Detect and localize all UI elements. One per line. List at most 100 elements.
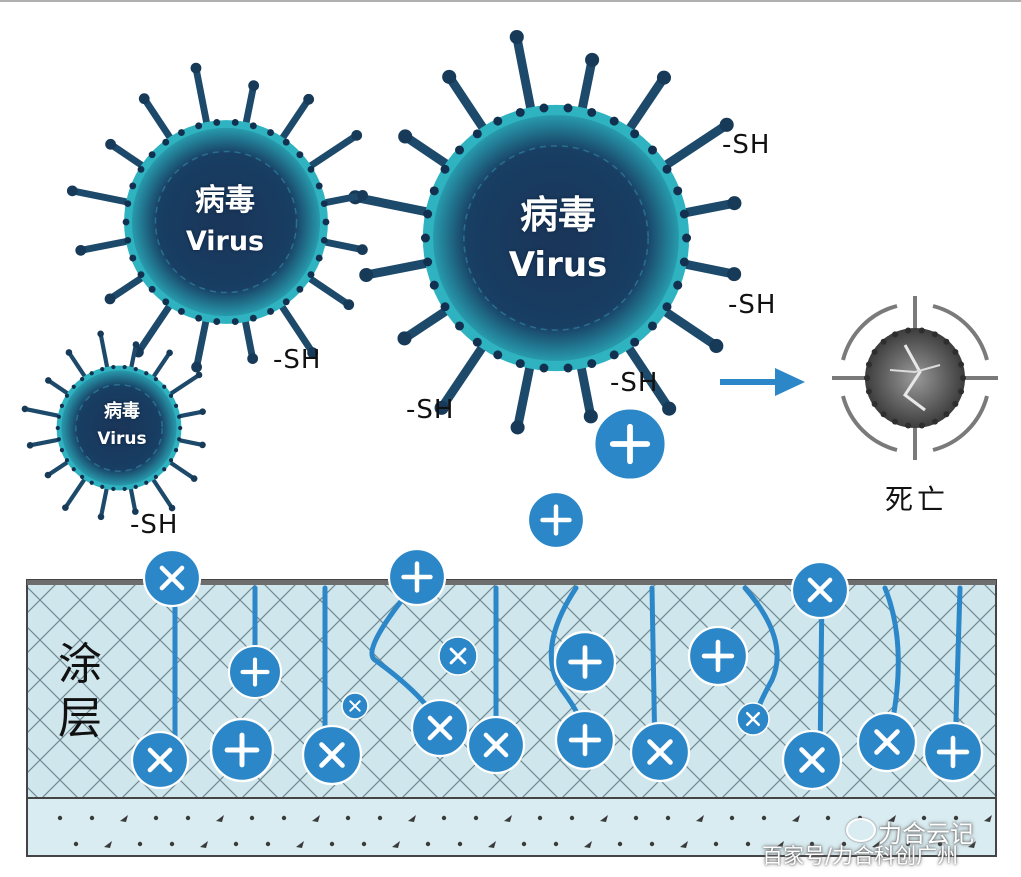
substrate-particle: [296, 841, 304, 848]
substrate-particle: [937, 841, 943, 847]
virus-surface-dot: [429, 186, 439, 196]
substrate-particle: [776, 841, 784, 848]
virus-surface-dot: [320, 200, 328, 208]
substrate-particle: [233, 841, 239, 847]
virus-surface-dot: [173, 448, 179, 453]
virus-spike-tip: [727, 267, 742, 282]
substrate-particle: [809, 841, 815, 847]
virus-spike-tip: [190, 62, 202, 74]
virus-surface-dot: [587, 107, 597, 117]
substrate-particle: [377, 815, 383, 821]
thiol-label: -SH: [130, 510, 179, 540]
plus-icon: [526, 490, 586, 550]
virus-surface-dot: [122, 364, 127, 370]
cross-icon: [629, 721, 691, 783]
virus-surface-dot: [111, 364, 116, 370]
substrate-particle: [649, 841, 655, 847]
substrate-particle: [345, 815, 351, 821]
virus-spike-tip: [583, 409, 598, 424]
substrate-particle: [841, 841, 847, 847]
virus-surface-dot: [144, 480, 149, 485]
substrate-particle: [392, 841, 400, 848]
virus-spike-tip: [357, 189, 368, 201]
watermark: 力合云记 百家号/力合科创广州: [760, 812, 1015, 872]
virus-surface-dot: [59, 403, 65, 408]
virus-spike-tip: [132, 341, 140, 348]
virus-spike-tip: [105, 138, 116, 150]
cross-icon: [856, 711, 918, 773]
virus-surface-dot: [662, 302, 672, 312]
virus-texture: [154, 150, 298, 294]
virus-texture: [463, 145, 649, 331]
virus-surface-dot: [213, 318, 221, 325]
virus-surface-dot: [195, 122, 203, 130]
watermark-top: 力合云记: [878, 820, 974, 848]
substrate-particle: [249, 815, 255, 821]
dead-virus-icon: [832, 296, 998, 460]
virus-surface-dot: [455, 321, 464, 331]
dead-virus-dot: [880, 338, 887, 345]
virus-surface-dot: [162, 138, 170, 146]
virus-large-en: Virus: [508, 245, 608, 285]
virus-surface-dot: [493, 116, 503, 126]
virus-surface-dot: [162, 467, 167, 472]
virus-surface-dot: [148, 285, 156, 293]
virus-spike-tip: [199, 408, 206, 415]
virus-spike-tip: [247, 353, 259, 364]
virus-spike-tip: [307, 347, 319, 359]
dead-virus-dot: [892, 418, 899, 425]
substrate-particle: [584, 841, 592, 848]
virus-spike-tip: [168, 504, 176, 512]
virus-surface-dot: [177, 437, 182, 442]
virus-surface-dot: [630, 129, 640, 139]
substrate-particle: [89, 815, 95, 821]
plus-icon: [592, 406, 668, 482]
virus-surface-dot: [133, 367, 138, 372]
virus-spike-tip: [65, 349, 73, 356]
virus-spike-tip: [434, 400, 449, 415]
dead-virus-dot: [865, 361, 872, 368]
coating-label: 涂 层: [50, 638, 110, 746]
substrate-particle: [617, 841, 623, 847]
substrate-particle: [169, 841, 175, 847]
plus-icon: [922, 721, 984, 783]
virus-surface-dot: [563, 103, 573, 113]
virus-surface-dot: [472, 129, 482, 139]
virus-surface-dot: [153, 377, 158, 382]
virus-spike-tip: [66, 185, 78, 197]
virus-surface-dot: [609, 350, 619, 360]
substrate-particle: [312, 815, 320, 822]
virus-spike-tip: [248, 80, 260, 92]
substrate-particle: [57, 815, 63, 821]
substrate-particle: [569, 815, 575, 821]
dead-virus-dot: [958, 388, 965, 395]
virus-surface-dot: [144, 371, 149, 376]
virus-surface-dot: [64, 458, 70, 463]
virus-spike-tip: [44, 471, 52, 479]
virus-surface-dot: [64, 393, 70, 398]
coating-label-line1: 涂: [58, 639, 102, 690]
substrate-particle: [104, 841, 112, 848]
dead-virus-dot: [952, 349, 959, 356]
virus-surface-dot: [455, 145, 464, 155]
virus-spike-tip: [510, 420, 525, 435]
virus-surface-dot: [100, 367, 105, 372]
virus-surface-dot: [178, 425, 183, 431]
substrate-particle: [984, 815, 992, 822]
virus-small: [21, 330, 206, 521]
plus-icon: [387, 547, 447, 607]
virus-spike-tip: [26, 442, 34, 449]
substrate-particle: [713, 841, 719, 847]
virus-surface-dot: [315, 182, 323, 190]
virus-spike-tip: [45, 377, 52, 384]
dead-virus-dot: [865, 388, 872, 395]
virus-spike-tip: [356, 244, 368, 256]
virus-surface-dot: [231, 119, 239, 126]
substrate-particle: [73, 841, 79, 847]
substrate-particle: [905, 841, 911, 847]
virus-surface-dot: [420, 233, 430, 243]
dead-virus-dot: [943, 338, 950, 345]
virus-surface-dot: [662, 164, 672, 174]
virus-spike-tip: [351, 129, 363, 141]
virus-surface-dot: [124, 200, 132, 208]
